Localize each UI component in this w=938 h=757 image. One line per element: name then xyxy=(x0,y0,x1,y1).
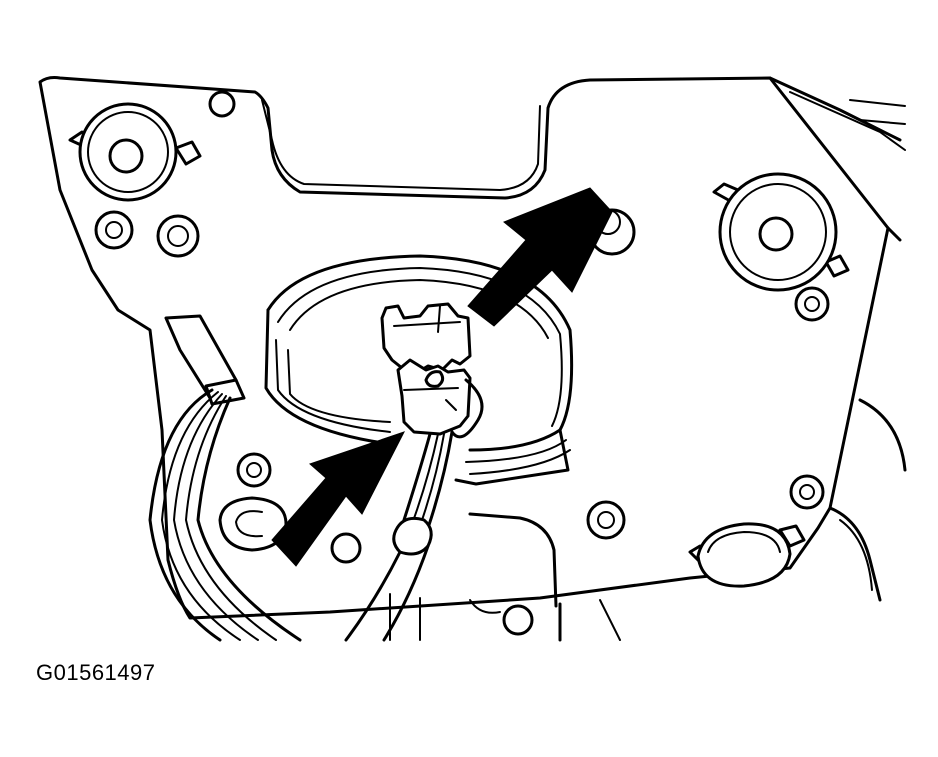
lower-connector-arrow xyxy=(271,431,406,567)
figure-id-label: G01561497 xyxy=(36,660,156,685)
lower-connector xyxy=(396,358,472,436)
upper-left-bushing xyxy=(68,102,202,202)
upper-connector xyxy=(380,302,472,374)
lower-right-bushing xyxy=(688,522,806,588)
left-wire-harness xyxy=(148,314,302,642)
lower-steering-shaft-parts xyxy=(389,398,907,642)
upper-connector-arrow xyxy=(467,187,613,327)
connector-wire-harness xyxy=(344,378,484,642)
mounting-holes xyxy=(94,90,830,636)
upper-right-bushing xyxy=(712,172,850,292)
